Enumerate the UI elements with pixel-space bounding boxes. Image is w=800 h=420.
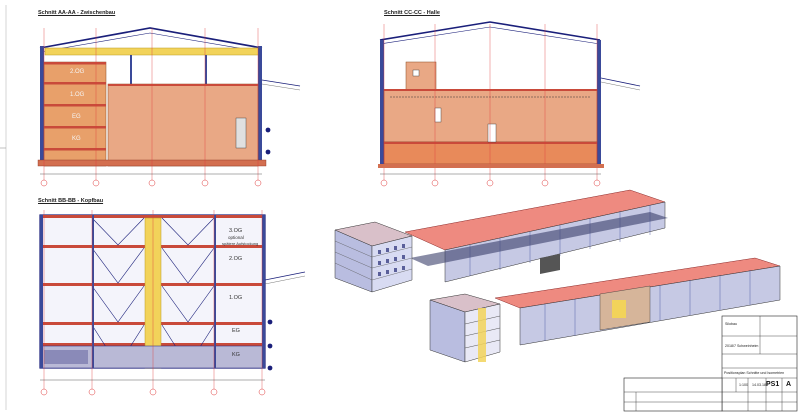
- tb-project: Silobau: [725, 322, 737, 326]
- tb-scale: 1:100: [739, 383, 748, 387]
- level-label: EG: [232, 328, 240, 334]
- section-aa: [37, 27, 301, 187]
- tb-index: A: [786, 381, 792, 388]
- level-label: 2.OG: [70, 69, 85, 75]
- isometric-lower: [429, 257, 781, 363]
- section-bb: [39, 210, 306, 396]
- level-label: KG: [232, 352, 240, 358]
- level-label: 2.OG: [229, 256, 243, 262]
- level-label: 1.OG: [229, 295, 243, 301]
- tb-plan-no: PS1: [766, 381, 780, 388]
- level-label: KG: [72, 136, 81, 142]
- bb-note: spätere Aufstockung: [222, 241, 259, 246]
- tb-drawing: Positionsplan Schnitte und Isometrien: [724, 371, 785, 375]
- section-bb-title: Schnitt BB-BB - Kopfbau: [38, 198, 104, 204]
- level-label: 3.OG: [229, 228, 243, 234]
- level-label: 1.OG: [70, 92, 85, 98]
- section-cc-title: Schnitt CC-CC - Halle: [384, 10, 440, 16]
- tb-date: 14.03.18: [752, 383, 766, 387]
- section-aa-title: Schnitt AA-AA - Zwischenbau: [38, 10, 116, 16]
- tb-number: 2018/7 Schweinheim: [725, 344, 759, 348]
- bb-note: optional: [228, 235, 244, 240]
- section-cc: [378, 21, 641, 187]
- title-block: [623, 315, 798, 412]
- level-label: EG: [72, 114, 81, 120]
- isometric-upper: [334, 189, 668, 293]
